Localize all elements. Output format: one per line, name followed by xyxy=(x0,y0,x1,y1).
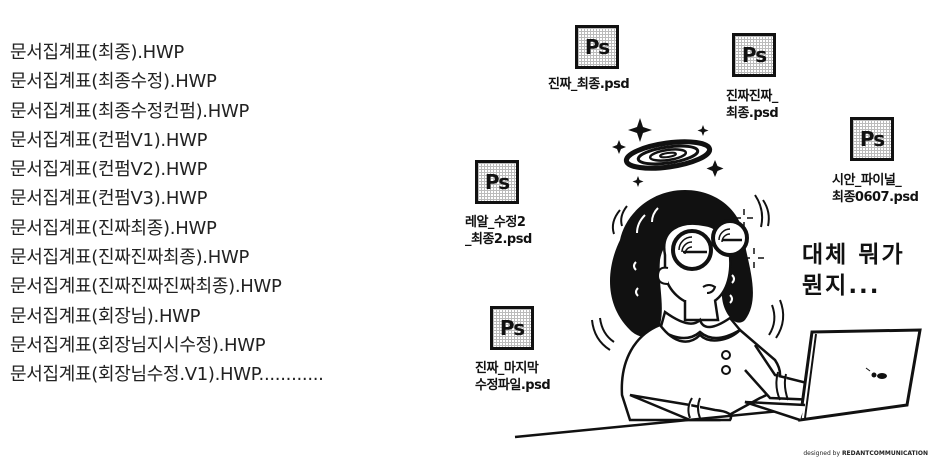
button-dot xyxy=(721,365,731,375)
file-name: 문서집계표(컨펌V2).HWP xyxy=(10,159,208,181)
photoshop-file-icon[interactable]: Ps xyxy=(490,306,534,350)
file-name: 문서집계표(회장님수정.V1).HWP............ xyxy=(10,364,324,386)
psd-file-label: 시안_파이널_ 최종0607.psd xyxy=(832,173,919,205)
ant-logo-icon xyxy=(865,367,887,379)
file-name: 문서집계표(진짜진짜최종).HWP xyxy=(10,247,250,269)
psd-file-label: 진짜진짜_ 최종.psd xyxy=(726,89,779,121)
psd-file-label: 진짜_마지막 수정파일.psd xyxy=(475,361,551,393)
file-name: 문서집계표(회장님).HWP xyxy=(10,305,201,327)
psd-file-label: 진짜_최종.psd xyxy=(548,77,630,92)
laptop-icon xyxy=(744,328,922,422)
photoshop-file-icon[interactable]: Ps xyxy=(475,160,519,204)
file-name: 문서집계표(진짜진짜진짜최종).HWP xyxy=(10,276,282,298)
file-name: 문서집계표(최종).HWP xyxy=(10,42,184,63)
swirly-glasses-icon xyxy=(671,219,749,271)
twinkle-marks xyxy=(735,209,764,268)
credit-brand: REDANTCOMMUNICATION xyxy=(841,450,928,457)
file-name: 문서집계표(컨펌V1).HWP xyxy=(10,129,208,151)
dizzy-spiral-icon xyxy=(623,139,713,171)
file-name: 문서집계표(최종수정).HWP xyxy=(10,71,217,93)
designer-credit: designed by REDANTCOMMUNICATION xyxy=(803,450,928,457)
file-name: 문서집계표(진짜최종).HWP xyxy=(10,217,217,239)
photoshop-file-icon[interactable]: Ps xyxy=(850,117,894,161)
shake-lines xyxy=(591,194,785,351)
file-name: 문서집계표(컨펌V3).HWP xyxy=(10,188,208,210)
psd-file-label: 레알_수정2 _최종2.psd xyxy=(465,215,532,247)
sparkle-icons xyxy=(612,118,724,187)
photoshop-file-icon[interactable]: Ps xyxy=(575,25,619,69)
file-name: 문서집계표(최종수정컨펌).HWP xyxy=(10,100,250,122)
credit-prefix: designed by xyxy=(803,450,842,457)
confused-designer-illustration: Ps 진짜_최종.psd Ps 진짜진짜_ 최종.psd Ps 시안_파이널_ … xyxy=(460,0,940,467)
blouse xyxy=(620,323,782,422)
desk-edge xyxy=(514,408,791,439)
hwp-file-list: 문서집계표(최종).HWP 문서집계표(최종수정).HWP 문서집계표(최종수정… xyxy=(10,38,440,390)
woman-at-laptop-drawing xyxy=(514,118,922,439)
speech-text: 대체 뭐가 뭔지... xyxy=(802,242,905,299)
file-name: 문서집계표(회장님지시수정).HWP xyxy=(10,334,266,356)
button-dot xyxy=(721,350,731,360)
photoshop-file-icon[interactable]: Ps xyxy=(732,33,776,77)
